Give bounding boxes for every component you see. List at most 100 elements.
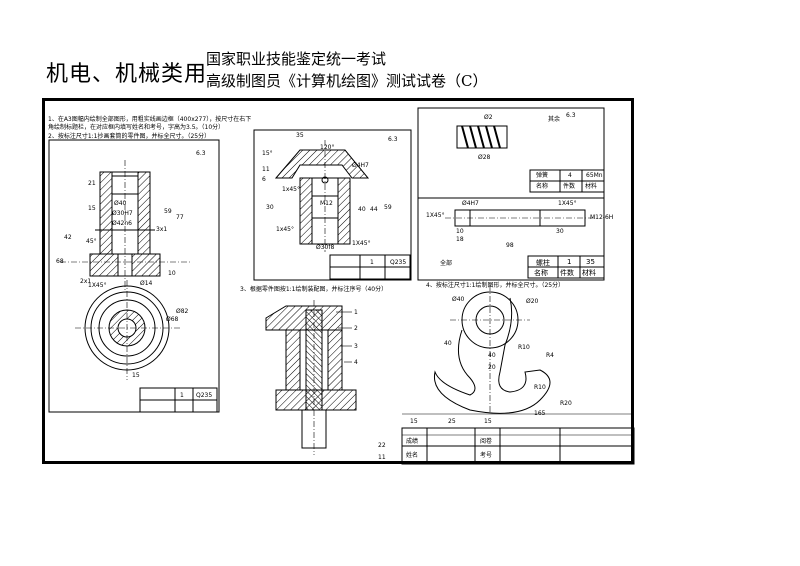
part2-dim: 6 <box>262 176 266 183</box>
spring-qty: 4 <box>568 172 572 179</box>
balloon-4: 4 <box>354 359 358 366</box>
part3-dim: 1X45° <box>558 200 577 207</box>
spring-header-name: 名称 <box>536 183 549 190</box>
part1-dim: Ø42n6 <box>112 220 132 227</box>
part2-dim: 35 <box>296 132 304 139</box>
bolt-qty: 1 <box>567 258 572 266</box>
instruction-q2: 2、按标注尺寸1:1抄画套筒的零件图，并标全尺寸。（25分） <box>48 133 211 140</box>
part3-dim: 18 <box>456 236 464 243</box>
part3-bolt-frame <box>417 197 605 281</box>
part2-roughness: 6.3 <box>388 136 398 143</box>
part1-dim: 10 <box>168 270 176 277</box>
bolt-material: 35 <box>586 258 595 266</box>
exam-number-label: 考号 <box>480 452 493 459</box>
balloon-2: 2 <box>354 325 358 332</box>
part2-dim: 11 <box>262 166 270 173</box>
part1-qty: 1 <box>180 392 184 399</box>
part1-dim: 3x1 <box>156 226 168 233</box>
spring-name: 弹簧 <box>536 172 549 179</box>
balloon-1: 1 <box>354 309 358 316</box>
tb-row-height: 22 <box>378 442 386 449</box>
hook-dim: 40 <box>488 352 496 359</box>
tb-col-width: 25 <box>448 418 456 425</box>
score-label: 成绩 <box>406 438 419 445</box>
instruction-q1a: 1、在A3图幅内绘制全部图形，用粗实线画边框（400x277），按尺寸在右下 <box>48 116 252 123</box>
part2-dim: 120° <box>320 144 335 151</box>
hook-dim: R10 <box>518 344 530 351</box>
part1-dim: 15 <box>88 205 96 212</box>
tb-col-width: 15 <box>484 418 492 425</box>
part1-dim: 2x1 <box>80 278 92 285</box>
part1-frame <box>48 139 220 413</box>
part1-dim: Ø30H7 <box>112 210 133 217</box>
part1-dim: 42 <box>64 234 72 241</box>
bolt-header-qty: 件数 <box>560 269 574 277</box>
hook-dim: 40 <box>444 340 452 347</box>
part2-qty: 1 <box>370 259 374 266</box>
hook-dim: R20 <box>560 400 572 407</box>
part2-material: Q235 <box>390 259 407 266</box>
part1-dim: 68 <box>56 258 64 265</box>
part3-spring-frame <box>417 107 605 199</box>
part1-roughness: 6.3 <box>196 150 206 157</box>
part1-dim: 1X45° <box>88 282 107 289</box>
drawing-sheet <box>42 98 634 464</box>
part3-dim: Ø4H7 <box>462 200 479 207</box>
hook-dim: R10 <box>534 384 546 391</box>
part3-dim: Ø28 <box>478 154 491 161</box>
part1-dim: 21 <box>88 180 96 187</box>
spring-header-qty: 件数 <box>563 183 576 190</box>
part1-section <box>60 160 190 290</box>
exam-title-line1: 国家职业技能鉴定统一考试 <box>206 50 387 68</box>
part3-dim: Ø2 <box>484 114 493 121</box>
reviewer-label: 阅卷 <box>480 438 493 445</box>
assembly-drawing <box>265 300 357 455</box>
part3-roughness: 6.3 <box>566 112 576 119</box>
part3-dim: 10 <box>456 228 464 235</box>
tb-row-height: 11 <box>378 454 386 461</box>
part2-frame <box>253 129 412 281</box>
spring-header-material: 材料 <box>585 183 598 190</box>
bolt-header-name: 名称 <box>534 269 548 277</box>
part2-dim: 15° <box>262 150 273 157</box>
hook-dim: R4 <box>546 352 554 359</box>
part2-dim: M12 <box>320 200 333 207</box>
hook-dim: Ø20 <box>526 298 539 305</box>
part2-dim: 44 <box>370 206 378 213</box>
instruction-q3: 3、根据零件图按1:1绘制装配图，并标注序号（40分） <box>240 286 388 293</box>
part3-dim: 30 <box>556 228 564 235</box>
part3-dim: 1X45° <box>426 212 445 219</box>
hook-drawing <box>433 285 551 414</box>
hook-dim: 20 <box>488 364 496 371</box>
part2-dim: 30 <box>266 204 274 211</box>
main-title-block <box>401 413 635 465</box>
spring-material: 65Mn <box>586 172 603 179</box>
bolt-name: 螺柱 <box>536 259 550 267</box>
part1-dim: 59 <box>164 208 172 215</box>
balloon-3: 3 <box>354 343 358 350</box>
part2-dim: Ø30f8 <box>316 244 335 251</box>
part2-dim: Ø4H7 <box>352 162 369 169</box>
exam-title-line2: 高级制图员《计算机绘图》测试试卷（C） <box>206 72 488 90</box>
part1-dim: Ø14 <box>140 280 153 287</box>
part2-section <box>274 140 370 252</box>
part2-dim: 1x45° <box>276 226 295 233</box>
part2-dim: 40 <box>358 206 366 213</box>
part2-dim: 59 <box>384 204 392 211</box>
bolt-header-material: 材料 <box>582 269 596 277</box>
part1-dim: Ø40 <box>114 200 127 207</box>
part2-dim: 1X45° <box>352 240 371 247</box>
part1-dim: Ø68 <box>166 316 179 323</box>
category-title: 机电、机械类用 <box>46 62 208 87</box>
instruction-q4: 4、按标注尺寸1:1绘制图形，并标全尺寸。（25分） <box>426 282 565 289</box>
name-label: 姓名 <box>406 452 419 459</box>
part1-dim: 45° <box>86 238 97 245</box>
part1-dim: 77 <box>176 214 184 221</box>
part3-bolt <box>445 209 595 227</box>
part3-dim: 98 <box>506 242 514 249</box>
part1-material: Q235 <box>196 392 213 399</box>
part1-dim: Ø82 <box>176 308 189 315</box>
tb-col-width: 15 <box>410 418 418 425</box>
instruction-q1b: 角绘制标题栏，在对应框内填写姓名和考号，字高为3.5。（10分） <box>48 124 225 131</box>
